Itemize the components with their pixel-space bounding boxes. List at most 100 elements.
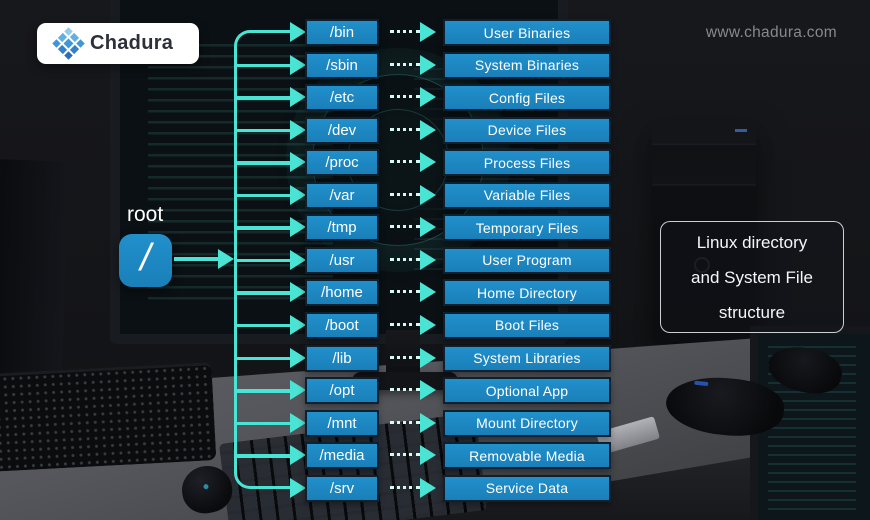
directory-row: /sbin System Binaries xyxy=(0,51,870,79)
description-label: System Binaries xyxy=(474,57,580,74)
arrow-right-icon xyxy=(290,119,306,140)
dotted-connector xyxy=(390,95,420,99)
description-box: Mount Directory xyxy=(443,409,611,437)
directory-box: /sbin xyxy=(305,51,379,79)
description-box: System Binaries xyxy=(443,51,611,79)
caption-line: and System File xyxy=(691,267,813,287)
arrow-right-icon xyxy=(420,87,436,108)
chadura-logo-text: Chadura xyxy=(90,32,174,54)
branch-line xyxy=(236,193,294,198)
branch-line xyxy=(236,128,294,133)
description-box: User Binaries xyxy=(443,19,611,46)
arrow-right-icon xyxy=(420,22,436,42)
description-label: User Binaries xyxy=(483,24,571,41)
arrow-right-icon xyxy=(420,445,436,466)
arrow-right-icon xyxy=(420,217,436,238)
arrow-right-icon xyxy=(290,217,306,238)
directory-row: /home Home Directory xyxy=(0,279,870,307)
arrow-right-icon xyxy=(290,54,306,75)
directory-box: /proc xyxy=(305,149,379,177)
arrow-right-icon xyxy=(290,347,306,368)
caption-panel: Linux directory and System File structur… xyxy=(660,221,844,333)
description-box: Config Files xyxy=(443,84,611,112)
description-box: Removable Media xyxy=(443,442,611,470)
pc-tower-knob xyxy=(694,257,710,273)
directory-label: /srv xyxy=(329,479,355,497)
dotted-connector xyxy=(390,127,420,131)
arrow-right-icon xyxy=(420,412,436,433)
directory-box: /tmp xyxy=(305,214,379,242)
directory-box: /lib xyxy=(305,344,379,372)
directory-row: /usr User Program xyxy=(0,246,870,274)
dotted-connector xyxy=(390,257,420,261)
dotted-connector xyxy=(390,453,420,457)
dotted-connector xyxy=(390,322,420,326)
arrow-right-icon xyxy=(218,249,234,269)
directory-row: /boot Boot Files xyxy=(0,311,870,339)
directory-box: /usr xyxy=(305,246,379,274)
directory-label: /dev xyxy=(327,121,357,139)
directory-box: /bin xyxy=(305,19,379,46)
directory-row: /bin User Binaries xyxy=(0,19,870,46)
directory-row: /tmp Temporary Files xyxy=(0,214,870,242)
root-label: root xyxy=(127,203,164,226)
branch-line xyxy=(236,258,294,263)
description-label: Removable Media xyxy=(469,447,585,464)
directory-label: /boot xyxy=(325,316,359,334)
dotted-connector xyxy=(390,62,420,66)
description-box: System Libraries xyxy=(443,344,611,372)
directory-label: /proc xyxy=(325,154,359,172)
description-box: Process Files xyxy=(443,149,611,177)
directory-box: /boot xyxy=(305,311,379,339)
description-label: System Libraries xyxy=(473,350,581,366)
description-box: Optional App xyxy=(443,377,611,405)
directory-box: /opt xyxy=(305,377,379,405)
dotted-connector xyxy=(390,30,420,33)
description-label: Config Files xyxy=(488,89,566,106)
pc-tower-led xyxy=(735,129,747,132)
arrow-right-icon xyxy=(420,347,436,368)
arrow-right-icon xyxy=(420,54,436,75)
arrow-right-icon xyxy=(290,249,306,270)
arrow-right-icon xyxy=(420,152,436,173)
directory-label: /home xyxy=(321,284,363,302)
directory-label: /etc xyxy=(329,89,355,107)
directory-label: /sbin xyxy=(326,56,358,74)
caption-line: structure xyxy=(718,302,786,322)
directory-row: /dev Device Files xyxy=(0,116,870,144)
description-label: Optional App xyxy=(485,382,569,399)
description-box: Home Directory xyxy=(443,279,611,307)
directory-label: /media xyxy=(319,447,365,465)
description-box: Device Files xyxy=(443,116,611,144)
branch-line xyxy=(236,389,294,393)
description-label: Service Data xyxy=(485,480,569,497)
directory-row: /proc Process Files xyxy=(0,149,870,177)
tree-spine-line xyxy=(234,30,296,489)
description-box: Variable Files xyxy=(443,181,611,209)
arrow-right-icon xyxy=(290,380,306,401)
dotted-connector xyxy=(390,160,420,164)
description-label: Mount Directory xyxy=(476,415,578,432)
directory-row: /lib System Libraries xyxy=(0,344,870,372)
directory-label: /lib xyxy=(332,349,352,367)
arrow-right-icon xyxy=(290,477,306,498)
directory-box: /var xyxy=(305,181,379,209)
description-label: Boot Files xyxy=(494,317,560,334)
directory-box: /home xyxy=(305,279,379,307)
arrow-right-icon xyxy=(420,314,436,335)
arrow-right-icon xyxy=(290,412,306,433)
directory-label: /mnt xyxy=(327,414,357,432)
caption-line: Linux directory xyxy=(696,232,808,252)
description-box: Boot Files xyxy=(443,311,611,339)
directory-label: /tmp xyxy=(327,219,357,237)
arrow-right-icon xyxy=(420,249,436,270)
branch-line xyxy=(236,96,294,100)
branch-line xyxy=(236,291,294,295)
arrow-right-icon xyxy=(420,380,436,401)
dotted-connector xyxy=(390,388,420,392)
arrow-right-icon xyxy=(420,282,436,303)
branch-line xyxy=(236,161,294,165)
website-url: www.chadura.com xyxy=(705,24,837,41)
description-box: User Program xyxy=(443,246,611,274)
arrow-right-icon xyxy=(290,22,306,42)
